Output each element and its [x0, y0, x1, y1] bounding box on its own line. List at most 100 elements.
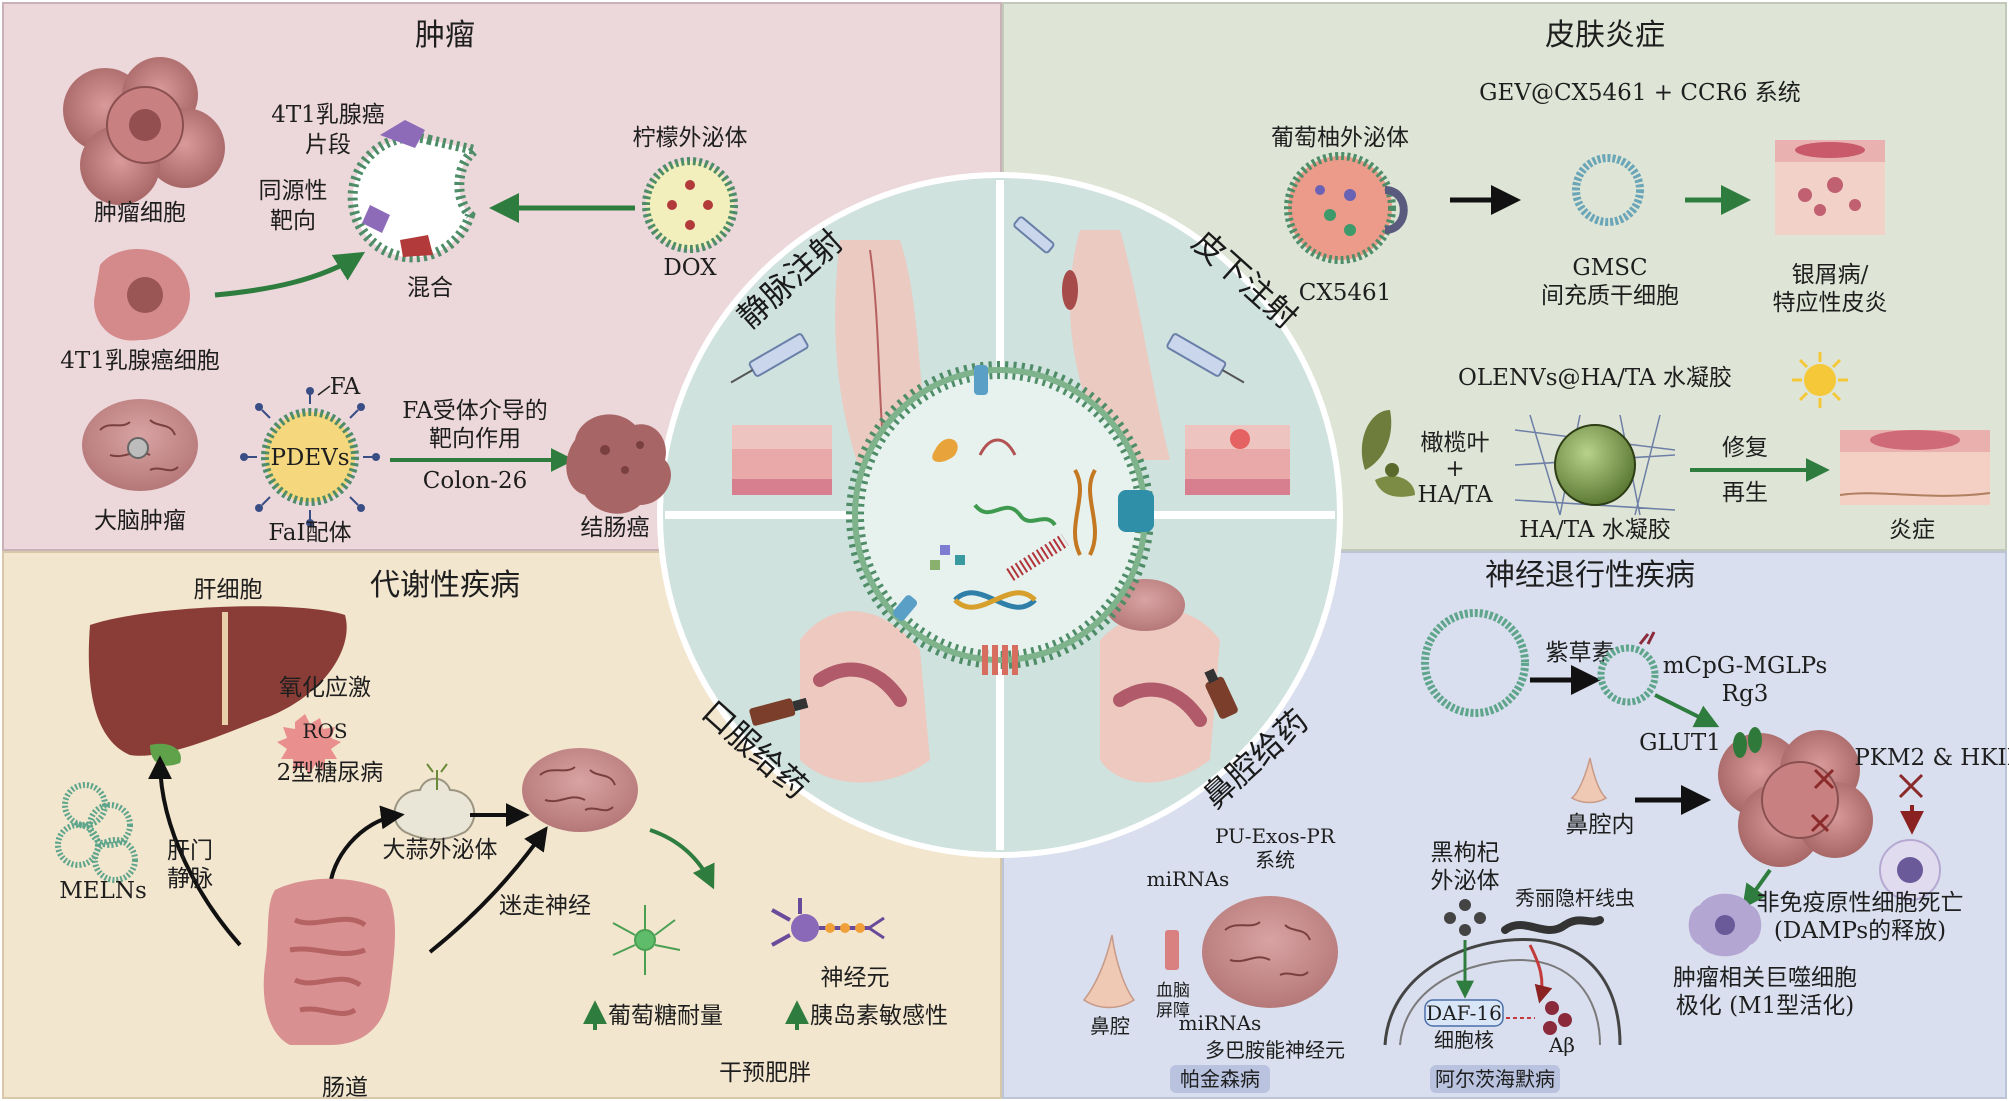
liver-label: 肝细胞 [194, 577, 263, 603]
oxidative-label: 氧化应激 [279, 675, 371, 701]
brain-tumor-icon [82, 399, 198, 491]
melns-label: MELNs [59, 878, 147, 904]
vagus-label: 迷走神经 [499, 893, 591, 919]
mirnas-label-top: miRNAs [1147, 867, 1230, 891]
intestine-icon [263, 878, 395, 1045]
lemon-label: 柠檬外泌体 [633, 125, 748, 151]
colon-cancer-cell [566, 414, 671, 514]
dox-label: DOX [663, 255, 717, 281]
breast-cell-label: 4T1乳腺癌细胞 [60, 348, 220, 374]
empty-vesicle [1421, 609, 1529, 717]
macrophage-icon [1879, 839, 1941, 901]
neuron-icon [771, 898, 885, 947]
nonimmuno-label: 非免疫原性细胞死亡(DAMPs的释放) [1757, 890, 1964, 944]
homologous-label: 同源性靶向 [259, 178, 328, 234]
glut1-label: GLUT1 [1639, 730, 1721, 756]
psoriasis-label: 银屑病/特应性皮炎 [1773, 262, 1888, 316]
goji-label: 黑枸杞外泌体 [1431, 840, 1500, 894]
gut-label: 肠道 [322, 1075, 368, 1101]
elegans-label: 秀丽隐杆线虫 [1515, 886, 1635, 910]
tam-icon [1688, 893, 1762, 957]
repair-label: 修复 [1722, 435, 1768, 461]
cx5461-label: CX5461 [1299, 280, 1392, 306]
central-circle [657, 172, 1343, 858]
tam-label: 肿瘤相关巨噬细胞极化 (M1型活化) [1673, 965, 1857, 1019]
inflammation-label: 炎症 [1889, 517, 1935, 543]
elegans-worm [1501, 916, 1604, 934]
olenvs-label: OLENVs@HA/TA 水凝胶 [1458, 365, 1732, 391]
portal-label: 肝门静脉 [167, 838, 213, 892]
t2d-label: 2型糖尿病 [277, 760, 384, 786]
abeta-dots [1543, 1001, 1572, 1035]
sun-icon [1792, 352, 1848, 408]
cell-nucleus-outline [1383, 937, 1622, 1046]
fa-label: FA [330, 374, 361, 400]
metabolic-title: 代谢性疾病 [370, 568, 520, 603]
tumor-to-tam-arrow [1742, 868, 1772, 909]
nose-icon [1570, 757, 1608, 804]
fa-receptor-label: FA受体介导的靶向作用 [402, 398, 548, 452]
fa-ligand-label: FaⅠ配体 [268, 520, 351, 546]
alzheimer-badge [1430, 1065, 1560, 1093]
obesity-label: 干预肥胖 [719, 1060, 811, 1086]
loaded-vesicle [1597, 631, 1659, 706]
psoriasis-skin-block [1775, 140, 1885, 235]
olive-label: 橄榄叶+HA/TA [1417, 430, 1492, 508]
neuro-tumor-cluster [1718, 727, 1873, 867]
brain-icon [522, 748, 638, 832]
alzheimer-label: 阿尔茨海默病 [1435, 1067, 1555, 1091]
abeta-label: Aβ [1548, 1033, 1575, 1057]
neuro-brain-icon [1202, 896, 1338, 1008]
skin-title: 皮肤炎症 [1545, 18, 1665, 53]
breast-cancer-cell [94, 248, 190, 341]
skin-system: GEV@CX5461 + CCR6 系统 [1479, 80, 1801, 106]
colon-cancer-label: 结肠癌 [581, 515, 650, 541]
melns-vesicles [55, 782, 138, 883]
tumor-cell-cluster [63, 57, 225, 205]
elegans-to-abeta-arrow [1528, 944, 1553, 1004]
ros-label: ROS [302, 719, 347, 743]
neuron-label: 神经元 [821, 965, 890, 991]
parkinson-label: 帕金森病 [1180, 1067, 1260, 1091]
vagus-arrow [428, 826, 548, 954]
fa-pointer [317, 385, 331, 396]
nasal-icon [1082, 934, 1136, 1009]
nucleus-label: 细胞核 [1434, 1028, 1494, 1052]
loaded-to-tumor-arrow [1654, 693, 1720, 728]
portal-arrow [148, 755, 242, 947]
breast-to-vesicle-arrow [214, 251, 366, 298]
regen-label: 再生 [1722, 480, 1768, 506]
pkm2-cross [1898, 773, 1924, 799]
fragment-label: 4T1乳腺癌片段 [271, 102, 385, 158]
pdevs-label: PDEVs [270, 445, 349, 471]
grapefruit-exosome [1284, 152, 1408, 264]
tumor-cell-label: 肿瘤细胞 [94, 200, 186, 226]
colon-label: Colon-26 [423, 468, 528, 494]
goji-dots [1444, 899, 1486, 936]
ros-burst [277, 714, 341, 775]
garlic-label: 大蒜外泌体 [383, 837, 498, 863]
grapefruit-label: 葡萄柚外泌体 [1271, 125, 1409, 151]
bbb-label: 血脑屏障 [1156, 981, 1190, 1021]
mirnas-label-bottom: miRNAs [1179, 1011, 1262, 1035]
pdevs-vesicle [240, 387, 380, 527]
hybrid-vesicle [347, 120, 487, 263]
dopa-label: 多巴胺能神经元 [1205, 1038, 1345, 1062]
hydrogel-network [1514, 414, 1676, 516]
nasal-label: 鼻腔 [1090, 1014, 1130, 1038]
intranasal-label: 鼻腔内 [1566, 812, 1635, 838]
bbb-icon [1165, 930, 1179, 970]
parkinson-badge [1170, 1065, 1270, 1093]
glucose-label: 葡萄糖耐量 [608, 1003, 723, 1029]
brain-to-neuron-arrow [649, 828, 715, 890]
daf16-badge [1424, 999, 1504, 1027]
hydrogel-label: HA/TA 水凝胶 [1519, 517, 1670, 543]
insulin-label: 胰岛素敏感性 [810, 1003, 948, 1029]
brain-tumor-label: 大脑肿瘤 [94, 508, 186, 534]
pkm2-label: PKM2 & HKII [1854, 745, 2009, 771]
gmsc-vesicle [1572, 154, 1644, 226]
